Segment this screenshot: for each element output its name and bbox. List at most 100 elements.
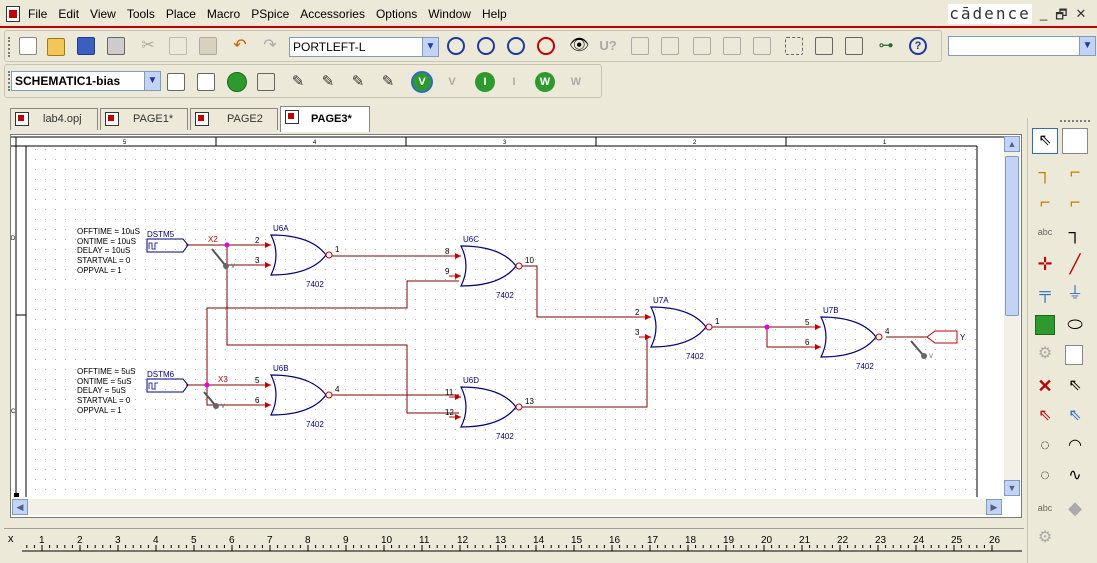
place-bus-icon[interactable]: ┐ (1068, 222, 1082, 242)
menu-tools[interactable]: Tools (126, 7, 155, 21)
area-select-icon[interactable] (815, 37, 833, 55)
place-polyline-icon[interactable]: ⇖ (1038, 407, 1052, 424)
voltage-probe-icon[interactable]: V (211, 248, 235, 270)
search-combo[interactable]: ▼ (948, 36, 1096, 56)
toolbar-grip[interactable] (8, 37, 11, 57)
bias-current-icon[interactable]: I (475, 72, 495, 92)
place-off-page-icon[interactable] (1065, 345, 1083, 365)
part-combo[interactable]: PORTLEFT-L ▼ (289, 37, 439, 57)
schematic-canvas[interactable]: 5 4 3 2 1 D C (10, 134, 1022, 518)
horizontal-scrollbar[interactable]: ◀ ▶ (12, 499, 1002, 515)
tab-page1[interactable]: PAGE1* (100, 108, 188, 130)
place-rectangle-icon[interactable]: ⇖ (1068, 407, 1082, 424)
place-text-icon[interactable]: abc (1037, 503, 1053, 513)
chevron-down-icon[interactable]: ▼ (422, 38, 438, 56)
select-icon[interactable]: ⇖ (1032, 128, 1058, 154)
undo-icon[interactable]: ↶ (233, 37, 247, 54)
drag-connected-icon[interactable] (845, 37, 863, 55)
place-net-label-icon[interactable]: abc (1037, 227, 1053, 237)
place-net-alias-icon[interactable]: ⌐ (1069, 162, 1081, 182)
place-port-icon[interactable]: ⬭ (1067, 314, 1083, 334)
simulation-profile-combo[interactable]: SCHEMATIC1-bias ▼ (11, 71, 161, 91)
enable-voltage-icon[interactable]: V (448, 76, 456, 88)
zoom-out-icon[interactable] (477, 37, 495, 55)
app-icon[interactable] (6, 6, 20, 22)
scroll-right-icon[interactable]: ▶ (986, 499, 1002, 515)
zoom-all-icon[interactable] (537, 37, 555, 55)
place-bus-entry-icon[interactable]: ⌐ (1069, 192, 1081, 212)
menu-help[interactable]: Help (481, 7, 507, 21)
place-line-icon[interactable]: ⇖ (1068, 377, 1082, 394)
copy-icon[interactable] (169, 37, 187, 55)
paste-icon[interactable] (199, 37, 217, 55)
menu-edit[interactable]: Edit (58, 7, 80, 21)
bias-power-icon[interactable]: W (535, 72, 555, 92)
place-ellipse-icon[interactable]: ◌ (1040, 437, 1050, 454)
place-bus-icon[interactable]: ⌐ (1039, 192, 1051, 212)
place-junction-icon[interactable]: ✛ (1037, 254, 1053, 274)
ruler-close-icon[interactable]: x (8, 533, 14, 545)
digital-stimulus-dstm6[interactable]: DSTM6 OFFTIME = 5uS ONTIME = 5uS DELAY =… (77, 367, 228, 415)
eye-icon[interactable]: 👁 (569, 37, 590, 54)
menu-pspice[interactable]: PSpice (251, 7, 290, 21)
place-power-icon[interactable]: ╤ (1039, 285, 1051, 302)
chevron-down-icon[interactable]: ▼ (1079, 37, 1095, 55)
menu-macro[interactable]: Macro (206, 7, 241, 21)
redo-icon[interactable]: ↷ (263, 37, 277, 54)
current-marker-icon[interactable]: ✎ (351, 73, 365, 90)
run-icon[interactable] (227, 72, 247, 92)
hierarchy-icon[interactable]: ⊶ (878, 37, 894, 54)
close-button[interactable]: ✕ (1075, 6, 1087, 21)
new-profile-icon[interactable] (167, 73, 185, 91)
place-elliptical-arc-icon[interactable]: ◌ (1040, 467, 1050, 484)
cut-icon[interactable]: ✂ (141, 37, 155, 54)
place-part-icon[interactable] (1062, 128, 1088, 154)
enable-current-icon[interactable]: I (512, 76, 516, 88)
menu-view[interactable]: View (90, 7, 116, 21)
menu-file[interactable]: File (28, 7, 48, 21)
place-hier-pin-icon[interactable]: ⚙ (1037, 345, 1053, 362)
menu-place[interactable]: Place (165, 7, 196, 21)
tab-page3[interactable]: PAGE3* (280, 106, 370, 132)
place-pin-icon[interactable]: ⚙ (1037, 529, 1053, 546)
digital-stimulus-dstm5[interactable]: DSTM5 OFFTIME = 10uS ONTIME = 10uS DELAY… (77, 227, 218, 275)
schematic-drawing[interactable]: 5 4 3 2 1 D C (11, 135, 1005, 497)
vertical-scroll-thumb[interactable] (1005, 156, 1019, 316)
restore-button[interactable]: 🗗 (1055, 7, 1068, 22)
palette-grip[interactable] (1060, 120, 1090, 123)
zoom-area-icon[interactable] (507, 37, 525, 55)
tab-lab4-opj[interactable]: lab4.opj (10, 108, 98, 130)
menu-window[interactable]: Window (428, 7, 471, 21)
place-wire-icon[interactable]: ┐ (1038, 162, 1052, 182)
menu-accessories[interactable]: Accessories (300, 7, 365, 21)
place-ieee-symbol-icon[interactable]: ◆ (1068, 498, 1082, 518)
snap-grid-icon[interactable] (785, 37, 803, 55)
voltage-diff-marker-icon[interactable]: ✎ (321, 73, 335, 90)
zoom-in-icon[interactable] (447, 37, 465, 55)
place-hier-block-icon[interactable] (1035, 315, 1055, 335)
save-icon[interactable] (77, 37, 95, 55)
minimize-button[interactable]: _ (1040, 6, 1048, 21)
scroll-down-icon[interactable]: ▼ (1004, 480, 1020, 496)
scroll-up-icon[interactable]: ▲ (1004, 136, 1020, 152)
cross-ref-icon[interactable] (723, 37, 741, 55)
print-icon[interactable] (107, 37, 125, 55)
help-icon[interactable]: ? (909, 37, 927, 55)
power-marker-icon[interactable]: ✎ (381, 73, 395, 90)
voltage-probe-icon[interactable]: V (910, 340, 933, 360)
vertical-scrollbar[interactable]: ▲ ▼ (1004, 136, 1020, 496)
place-bezier-icon[interactable]: ∿ (1068, 467, 1082, 484)
drc-icon[interactable] (661, 37, 679, 55)
voltage-probe-icon[interactable]: V (203, 391, 225, 410)
place-ground-icon[interactable]: ⏚ (1066, 285, 1083, 302)
back-annotate-icon[interactable] (631, 37, 649, 55)
place-no-connect-icon[interactable]: ✕ (1037, 376, 1053, 396)
open-icon[interactable] (47, 38, 65, 56)
tab-page2[interactable]: PAGE2 (190, 108, 278, 130)
